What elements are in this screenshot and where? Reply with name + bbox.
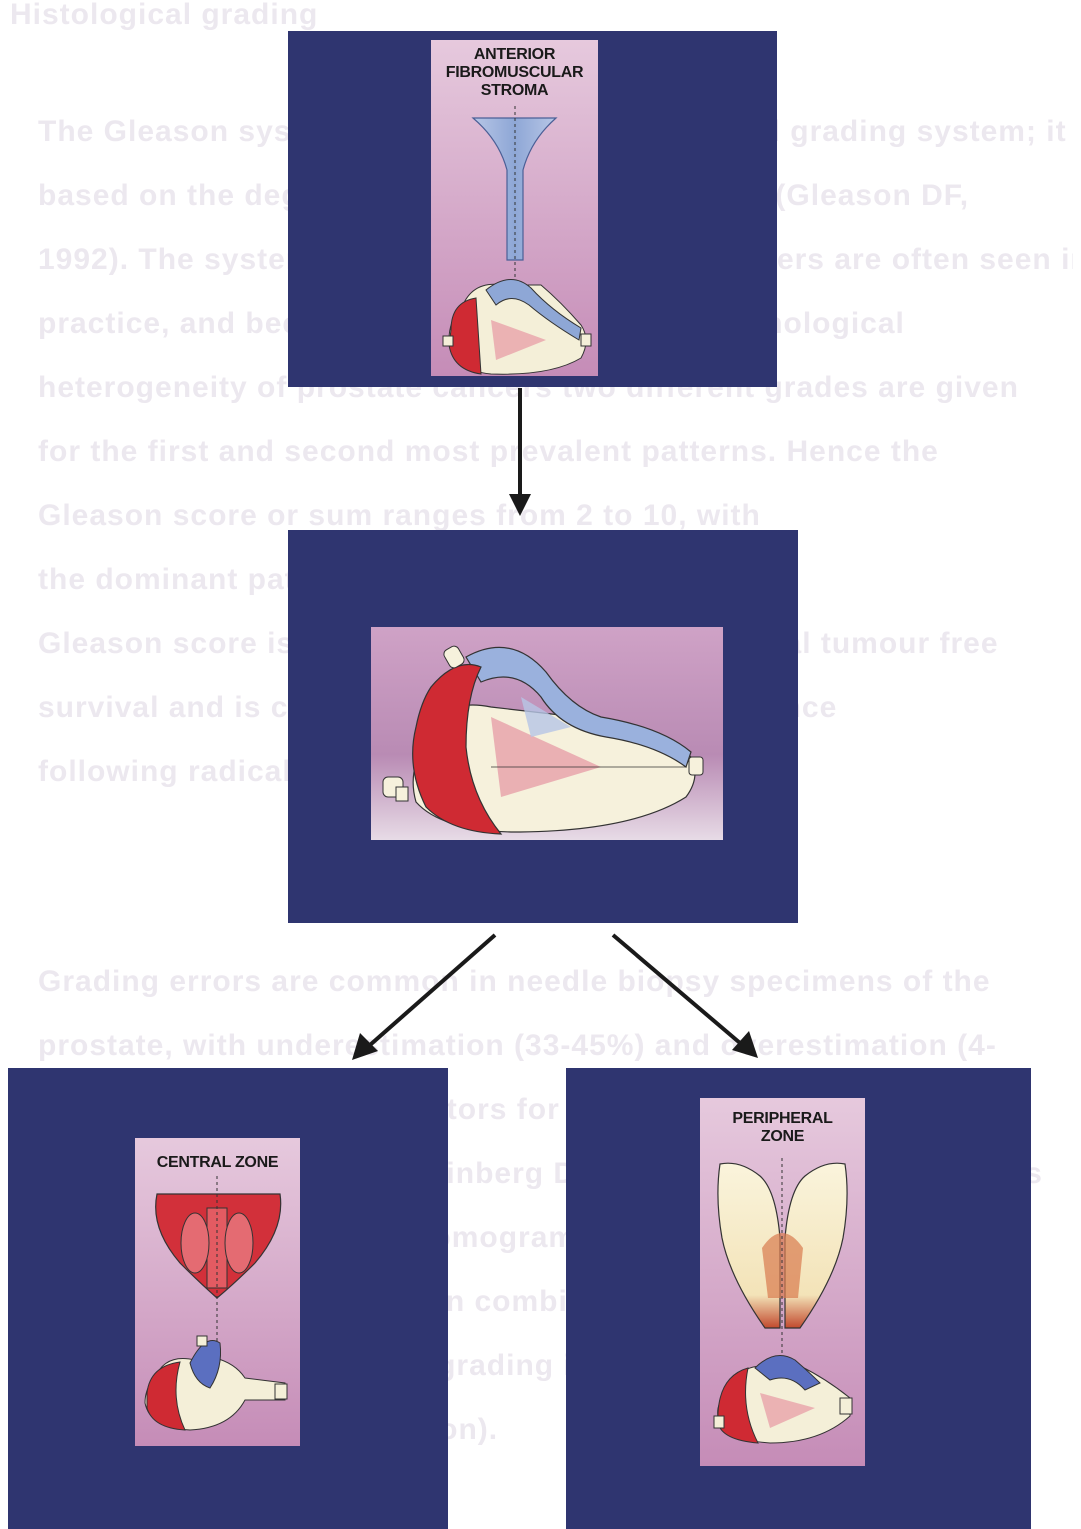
panel-whole-prostate — [288, 530, 798, 923]
panel-anterior-stroma: ANTERIOR FIBROMUSCULAR STROMA — [288, 31, 777, 387]
card-peripheral-zone: PERIPHERAL ZONE — [700, 1098, 865, 1466]
panel-peripheral-zone: PERIPHERAL ZONE — [566, 1068, 1031, 1529]
whole-prostate-illustration — [371, 627, 723, 840]
arrow-right — [613, 935, 740, 1043]
anterior-stroma-illustration — [431, 40, 598, 376]
central-zone-illustration — [135, 1138, 300, 1446]
card-central-zone: CENTRAL ZONE — [135, 1138, 300, 1446]
arrows-split — [330, 925, 800, 1075]
arrowhead-left — [352, 1033, 378, 1060]
card-anterior-stroma: ANTERIOR FIBROMUSCULAR STROMA — [431, 40, 598, 376]
panel-central-zone: CENTRAL ZONE — [8, 1068, 448, 1529]
text-line: for the first and second most prevalent … — [38, 420, 1073, 484]
peripheral-zone-illustration — [700, 1098, 865, 1466]
arrow-down — [505, 388, 535, 518]
card-whole-prostate — [371, 627, 723, 840]
arrow-left — [370, 935, 495, 1045]
arrowhead-right — [732, 1031, 758, 1058]
